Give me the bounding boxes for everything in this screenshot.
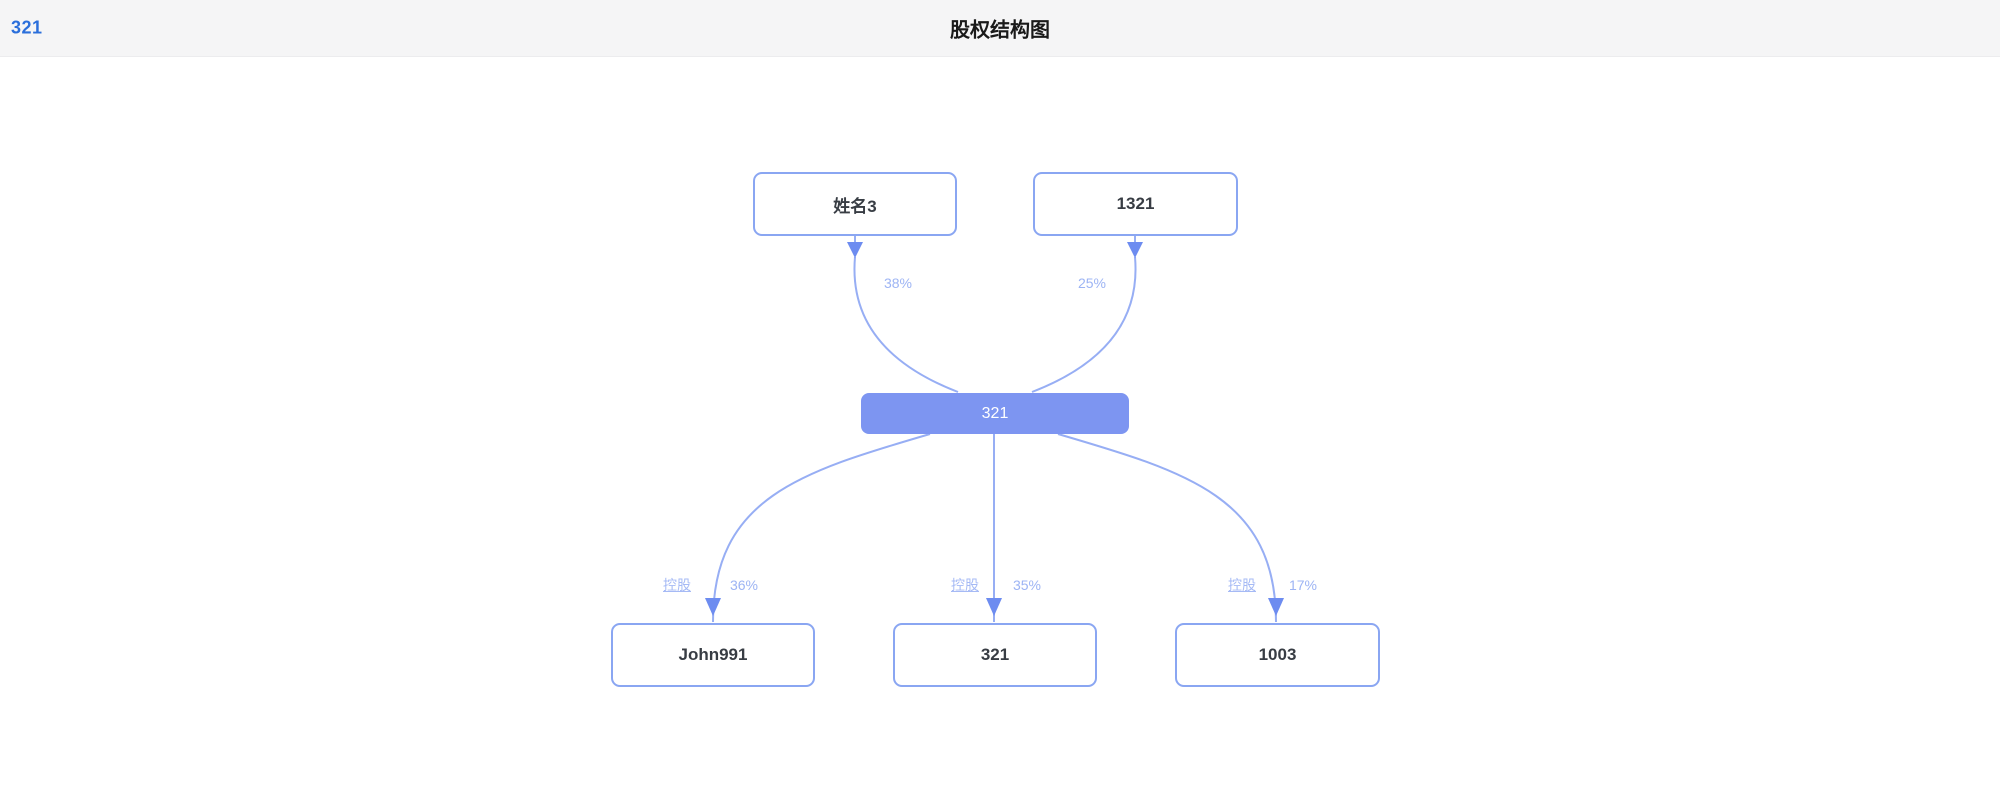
edge-percent-label: 35% xyxy=(1012,577,1042,593)
node-label: 1321 xyxy=(1116,194,1155,213)
edge-relation-link[interactable]: 控股 xyxy=(1228,577,1256,593)
node-label: 321 xyxy=(980,645,1010,664)
edge-shareholder-0 xyxy=(853,256,959,393)
edge-relation-link[interactable]: 控股 xyxy=(663,577,691,593)
node-label: John991 xyxy=(678,645,748,664)
app-header: 321 股权结构图 xyxy=(0,0,2000,57)
node-shareholder-0[interactable]: 姓名3 xyxy=(753,172,957,236)
node-subsidiary-0[interactable]: John991 xyxy=(611,623,815,687)
equity-diagram-canvas[interactable]: 姓名3 1321 321 John991 321 1003 38% 25% 控股… xyxy=(0,57,2000,801)
edge-subsidiary-2 xyxy=(1057,433,1277,623)
node-company-root[interactable]: 321 xyxy=(861,393,1129,434)
edge-percent-label: 17% xyxy=(1288,577,1318,593)
node-label: 姓名3 xyxy=(833,196,877,216)
arrow-down-icon xyxy=(705,598,721,616)
arrow-down-icon xyxy=(1268,598,1284,616)
edge-percent-label: 36% xyxy=(729,577,759,593)
edge-subsidiary-0 xyxy=(712,433,931,623)
arrow-down-icon xyxy=(847,242,863,258)
edge-percent-label: 25% xyxy=(1077,275,1107,291)
node-label: 321 xyxy=(981,404,1009,422)
edge-percent-label: 38% xyxy=(883,275,913,291)
arrow-down-icon xyxy=(1127,242,1143,258)
node-shareholder-1[interactable]: 1321 xyxy=(1033,172,1238,236)
app-logo[interactable]: 321 xyxy=(11,17,43,38)
page-title: 股权结构图 xyxy=(950,19,1050,42)
node-subsidiary-2[interactable]: 1003 xyxy=(1175,623,1380,687)
edge-shareholder-1 xyxy=(1031,256,1137,393)
node-label: 1003 xyxy=(1258,645,1297,664)
node-subsidiary-1[interactable]: 321 xyxy=(893,623,1097,687)
arrow-down-icon xyxy=(986,598,1002,616)
edge-relation-link[interactable]: 控股 xyxy=(951,577,979,593)
